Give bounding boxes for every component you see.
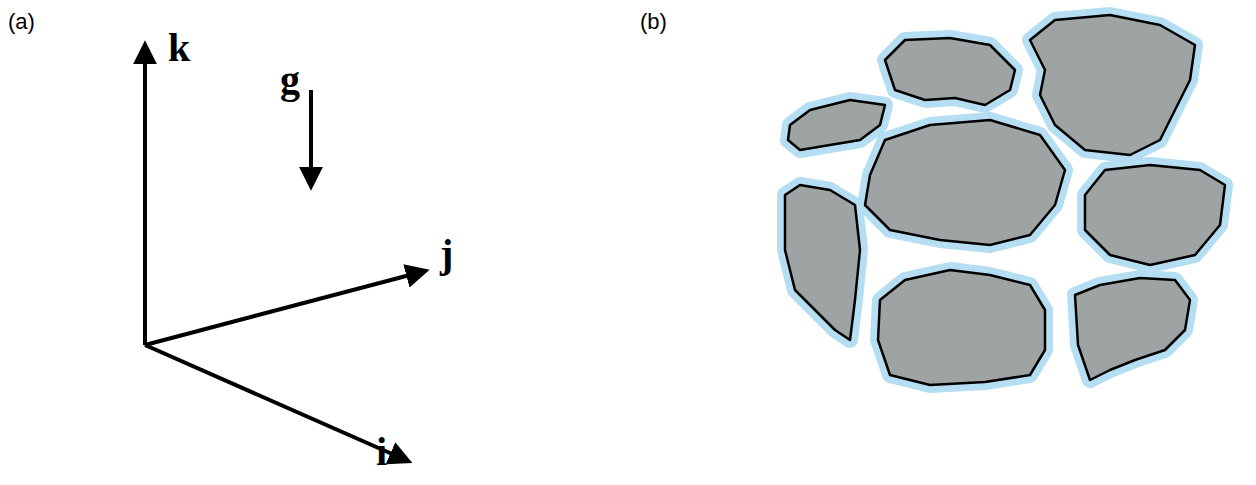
i-axis [145,345,408,461]
axis-label: i [376,430,387,474]
axis-label: k [168,26,190,70]
panel-label: (a) [8,10,35,34]
k-axis [143,45,147,345]
gravity-label: g [280,58,300,102]
panel-label: (b) [640,10,667,34]
axis-label: j [440,232,453,276]
j-axis [145,271,425,345]
grain-films [785,15,1225,385]
gravity-arrow [309,90,313,186]
coordinate-axes [145,45,425,461]
grains [785,15,1225,385]
